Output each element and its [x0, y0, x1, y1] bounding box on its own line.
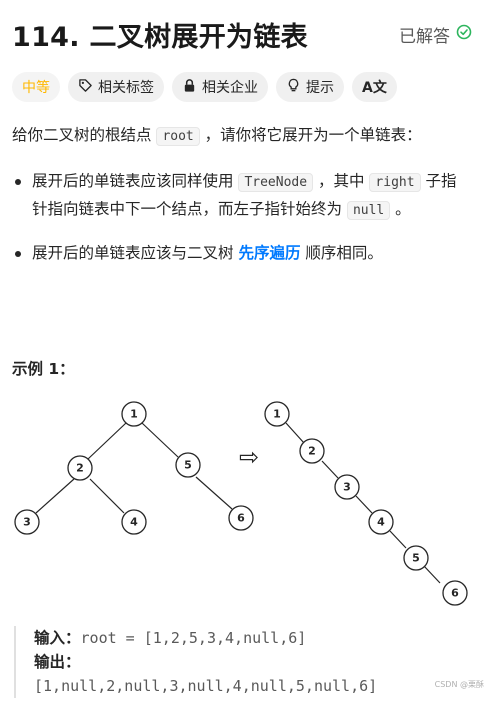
input-value: root = [1,2,5,3,4,null,6] — [80, 629, 307, 647]
list-edge — [423, 565, 441, 584]
input-label: 输入： — [34, 629, 81, 647]
tag-icon — [78, 78, 93, 97]
related-tags-label: 相关标签 — [98, 80, 154, 96]
list-edge — [355, 495, 373, 514]
example-diagram: 1 2 5 3 4 6 1 2 3 4 5 6 ⇨ — [14, 401, 468, 606]
tree-edge — [89, 478, 125, 514]
tree-node-label: 1 — [130, 408, 138, 421]
translate-label: A文 — [362, 80, 387, 96]
tree-node-label: 2 — [76, 462, 84, 475]
list-node — [299, 438, 325, 464]
lightbulb-icon — [286, 78, 301, 97]
bullet1-text-a: 展开后的单链表应该同样使用 — [32, 172, 239, 190]
tree-node-label: 6 — [237, 512, 245, 525]
solved-label: 已解答 — [399, 26, 450, 47]
tree-node-label: 5 — [184, 459, 192, 472]
code-treenode: TreeNode — [238, 173, 314, 192]
hint-label: 提示 — [306, 80, 334, 96]
output-value: [1,null,2,null,3,null,4,null,5,null,6] — [34, 677, 378, 695]
tree-node — [14, 509, 40, 535]
related-tags-button[interactable]: 相关标签 — [68, 72, 164, 102]
output-label: 输出： — [34, 653, 81, 671]
hint-button[interactable]: 提示 — [276, 72, 344, 102]
tree-node — [121, 401, 147, 427]
watermark: CSDN @栗酥 — [434, 680, 484, 689]
list-node — [334, 474, 360, 500]
tree-node — [228, 505, 254, 531]
tree-node — [121, 509, 147, 535]
list-node-label: 4 — [377, 516, 385, 529]
list-edge — [389, 530, 407, 549]
list-node — [442, 580, 468, 606]
input-row: 输入：root = [1,2,5,3,4,null,6] — [34, 626, 484, 650]
related-companies-button[interactable]: 相关企业 — [172, 72, 268, 102]
tag-bar: 中等 相关标签 相关企业 提示 A文 — [12, 72, 397, 102]
problem-intro: 给你二叉树的根结点 root ，请你将它展开为一个单链表： — [12, 122, 482, 150]
code-null: null — [346, 201, 391, 220]
list-node-label: 6 — [451, 587, 459, 600]
list-node-label: 1 — [273, 408, 281, 421]
code-right: right — [369, 173, 421, 192]
bullet2-text-a: 展开后的单链表应该与二叉树 — [32, 244, 239, 262]
check-circle-icon — [456, 24, 472, 45]
list-edge — [321, 460, 339, 479]
difficulty-label: 中等 — [22, 80, 50, 96]
problem-header: 114. 二叉树展开为链表 已解答 — [12, 14, 472, 54]
list-node — [264, 401, 290, 427]
list-node-label: 3 — [343, 481, 351, 494]
transform-arrow-icon: ⇨ — [239, 443, 259, 471]
difficulty-badge[interactable]: 中等 — [12, 72, 60, 102]
tree-edge — [35, 478, 75, 514]
solved-status: 已解答 — [399, 22, 472, 47]
tree-node — [175, 452, 201, 478]
example-io: 输入：root = [1,2,5,3,4,null,6] 输出： [1,null… — [14, 626, 484, 698]
related-companies-label: 相关企业 — [202, 80, 258, 96]
tree-node-label: 3 — [23, 516, 31, 529]
tree-edge — [195, 476, 233, 510]
intro-text: 给你二叉树的根结点 — [12, 126, 157, 144]
translate-button[interactable]: A文 — [352, 72, 397, 102]
tree-edge — [141, 422, 179, 458]
example-title: 示例 1： — [12, 360, 75, 378]
list-item: 展开后的单链表应该与二叉树 先序遍历 顺序相同。 — [12, 240, 462, 266]
bullet1-text-b: ，其中 — [313, 172, 370, 190]
list-node-label: 2 — [308, 445, 316, 458]
list-node — [403, 545, 429, 571]
intro-text-end: ，请你将它展开为一个单链表： — [199, 126, 422, 144]
tree-edge — [87, 422, 127, 460]
code-root: root — [156, 127, 200, 146]
lock-icon — [182, 78, 197, 97]
list-edge — [285, 422, 305, 444]
requirements-list: 展开后的单链表应该同样使用 TreeNode ，其中 right 子指针指向链表… — [12, 168, 462, 282]
list-item: 展开后的单链表应该同样使用 TreeNode ，其中 right 子指针指向链表… — [12, 168, 462, 224]
page-title: 114. 二叉树展开为链表 — [12, 21, 308, 53]
tree-node-label: 4 — [130, 516, 138, 529]
list-node-label: 5 — [412, 552, 420, 565]
list-node — [368, 509, 394, 535]
preorder-link[interactable]: 先序遍历 — [238, 244, 301, 262]
bullet2-text-b: 顺序相同。 — [300, 244, 383, 262]
bullet1-text-c: 子指针指向链表中下一个结点，而左子指针始终为 — [32, 172, 457, 218]
bullet1-text-d: 。 — [390, 200, 411, 218]
tree-node — [67, 455, 93, 481]
